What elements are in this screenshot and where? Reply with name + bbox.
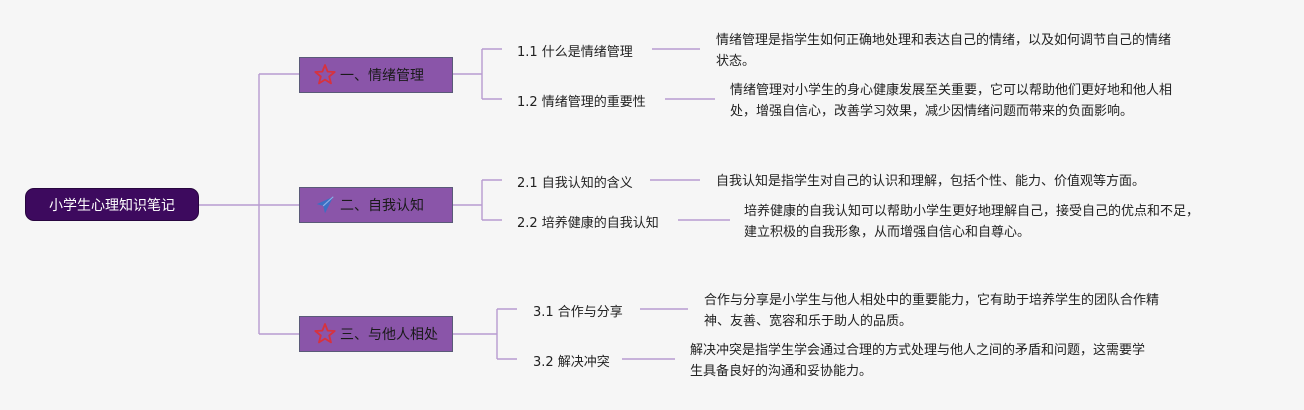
star-outline-icon — [312, 321, 338, 347]
desc-line: 状态。 — [716, 54, 756, 69]
topic-3-1-description: 合作与分享是小学生与他人相处中的重要能力，它有助于培养学生的团队合作精 神、友善… — [704, 290, 1159, 332]
desc-line: 情绪管理是指学生如何正确地处理和表达自己的情绪，以及如何调节自己的情绪 — [716, 33, 1172, 48]
desc-line: 合作与分享是小学生与他人相处中的重要能力，它有助于培养学生的团队合作精 — [704, 293, 1160, 308]
topic-3-2-description: 解决冲突是指学生学会通过合理的方式处理与他人之间的矛盾和问题，这需要学 生具备良… — [690, 340, 1145, 382]
topic-3-2[interactable]: 3.2 解决冲突 — [533, 355, 610, 370]
desc-line: 神、友善、宽容和乐于助人的品质。 — [704, 314, 913, 329]
topic-2-2[interactable]: 2.2 培养健康的自我认知 — [517, 216, 659, 231]
root-label: 小学生心理知识笔记 — [49, 197, 175, 214]
root-node[interactable]: 小学生心理知识笔记 — [25, 188, 199, 221]
paper-plane-icon — [312, 192, 338, 218]
desc-line: 自我认知是指学生对自己的认识和理解，包括个性、能力、价值观等方面。 — [716, 174, 1146, 189]
branch-label: 三、与他人相处 — [340, 327, 438, 343]
branch-emotion-management[interactable]: 一、情绪管理 — [299, 57, 453, 93]
desc-line: 情绪管理对小学生的身心健康发展至关重要，它可以帮助他们更好地和他人相 — [730, 83, 1173, 98]
desc-line: 建立积极的自我形象，从而增强自信心和自尊心。 — [744, 225, 1031, 240]
desc-line: 培养健康的自我认知可以帮助小学生更好地理解自己，接受自己的优点和不足， — [744, 204, 1200, 219]
topic-2-1[interactable]: 2.1 自我认知的含义 — [517, 176, 633, 191]
branch-label: 一、情绪管理 — [340, 68, 424, 84]
topic-1-1[interactable]: 1.1 什么是情绪管理 — [517, 45, 633, 60]
desc-line: 处，增强自信心，改善学习效果，减少因情绪问题而带来的负面影响。 — [730, 104, 1134, 119]
branch-self-awareness[interactable]: 二、自我认知 — [299, 187, 453, 223]
topic-2-2-description: 培养健康的自我认知可以帮助小学生更好地理解自己，接受自己的优点和不足， 建立积极… — [744, 201, 1199, 243]
branch-getting-along-with-others[interactable]: 三、与他人相处 — [299, 316, 453, 352]
desc-line: 生具备良好的沟通和妥协能力。 — [690, 364, 873, 379]
topic-1-1-description: 情绪管理是指学生如何正确地处理和表达自己的情绪，以及如何调节自己的情绪 状态。 — [716, 30, 1171, 72]
star-outline-icon — [312, 62, 338, 88]
topic-1-2-description: 情绪管理对小学生的身心健康发展至关重要，它可以帮助他们更好地和他人相 处，增强自… — [730, 80, 1172, 122]
branch-label: 二、自我认知 — [340, 198, 424, 214]
topic-1-2[interactable]: 1.2 情绪管理的重要性 — [517, 95, 646, 110]
topic-2-1-description: 自我认知是指学生对自己的认识和理解，包括个性、能力、价值观等方面。 — [716, 171, 1145, 192]
desc-line: 解决冲突是指学生学会通过合理的方式处理与他人之间的矛盾和问题，这需要学 — [690, 343, 1146, 358]
topic-3-1[interactable]: 3.1 合作与分享 — [533, 305, 623, 320]
